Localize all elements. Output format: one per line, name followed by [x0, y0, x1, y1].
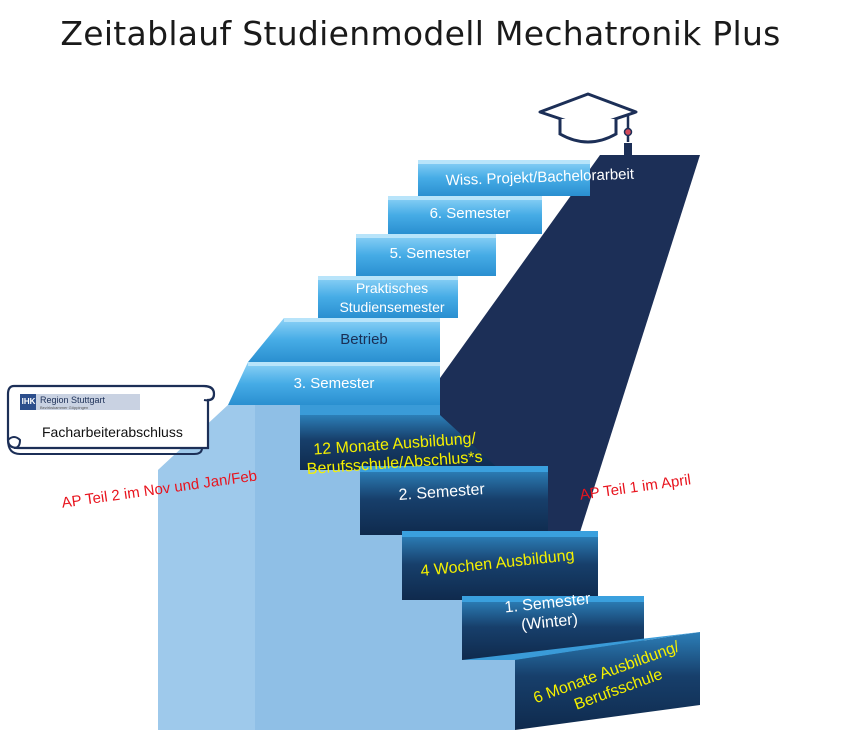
step-label-5-semester: 5. Semester — [390, 245, 471, 262]
step-label-praktisches: Praktisches — [356, 280, 428, 296]
step-label-studiensemester: Studiensemester — [339, 299, 444, 315]
step-label-6-semester: 6. Semester — [430, 205, 511, 222]
ihk-logo-subtext: Bezirkskammer Göppingen — [40, 405, 89, 410]
step-label-betrieb: Betrieb — [340, 331, 388, 348]
lower-steps — [300, 405, 700, 730]
page-title: Zeitablauf Studienmodell Mechatronik Plu… — [60, 14, 781, 53]
step-label-3-semester: 3. Semester — [294, 375, 375, 392]
graduation-cap-icon — [538, 92, 638, 155]
step-label-wiss-projekt: Wiss. Projekt/Bachelorarbeit — [445, 166, 635, 190]
ihk-logo-text: Region Stuttgart — [40, 395, 106, 405]
certificate-label: Facharbeiterabschluss — [42, 424, 183, 440]
step-label-2-semester: 2. Semester — [398, 481, 486, 504]
light-side-wall-shade — [158, 405, 255, 730]
certificate-scroll: IHK Region Stuttgart Bezirkskammer Göppi… — [4, 382, 216, 458]
step-label-1-semester-line2: (Winter) — [520, 611, 578, 634]
upper-steps — [228, 160, 590, 405]
ihk-logo-box: IHK — [21, 397, 36, 406]
scroll-certificate-icon — [6, 384, 216, 455]
